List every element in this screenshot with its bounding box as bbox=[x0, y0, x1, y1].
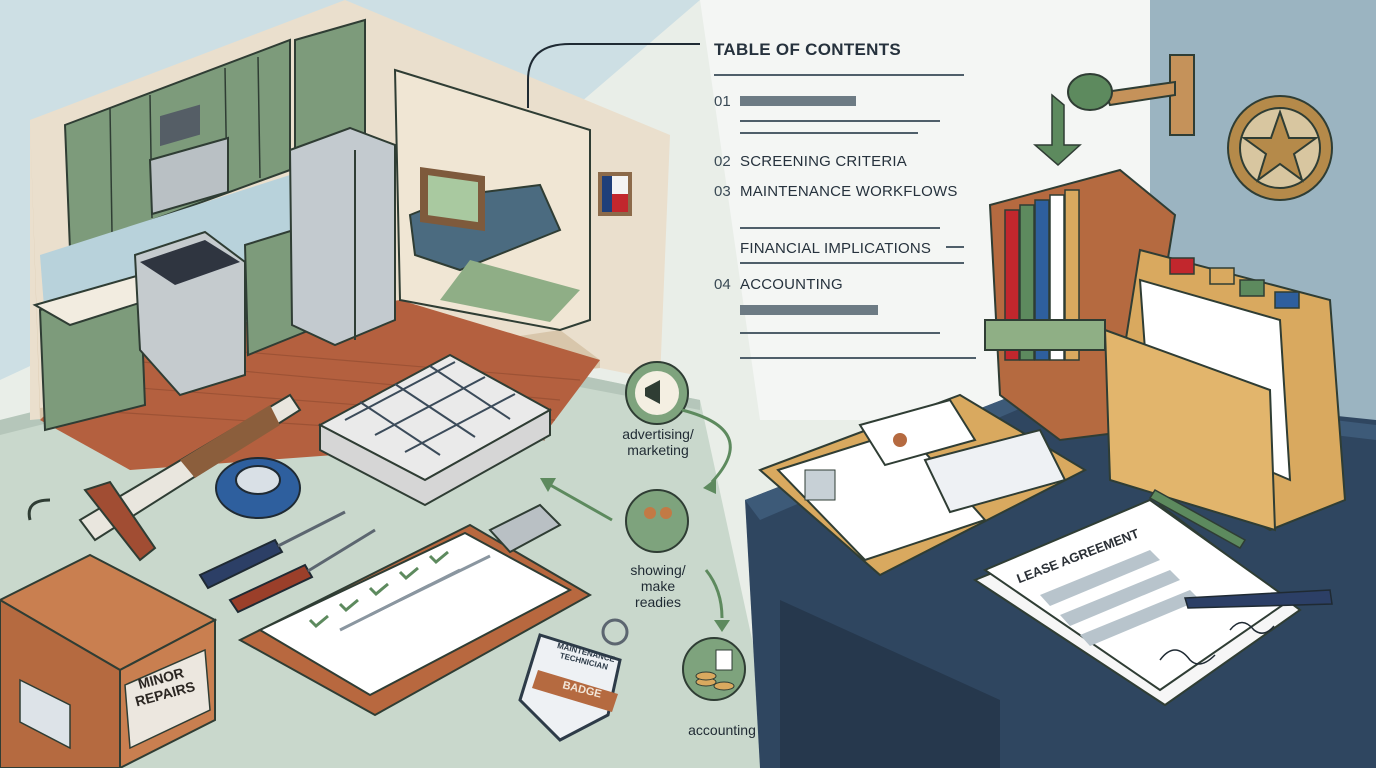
clipboard-checklist-icon bbox=[237, 503, 593, 717]
kitchen-room bbox=[30, 0, 670, 470]
toc-item-4-number: 04 bbox=[714, 276, 731, 293]
toc-item-1-number: 01 bbox=[714, 93, 731, 110]
air-filters-icon bbox=[317, 353, 553, 507]
folders-icon bbox=[1103, 248, 1347, 532]
cardboard-box-icon bbox=[0, 553, 218, 768]
workflow-step-accounting-label: accounting bbox=[688, 722, 756, 738]
pen-icon bbox=[1148, 488, 1247, 550]
caulk-gun-icon bbox=[27, 393, 302, 562]
workflow-step-showing-label: showing/ make readies bbox=[630, 562, 686, 610]
screwdrivers-icon bbox=[198, 510, 376, 614]
texas-star-seal-icon bbox=[1227, 95, 1333, 201]
toc-item-3-label: MAINTENANCE WORKFLOWS bbox=[740, 183, 958, 200]
tenant-profile-folder-icon bbox=[758, 393, 1088, 577]
toc-item-3-number: 03 bbox=[714, 183, 731, 200]
workflow-step-advertising-label: advertising/ marketing bbox=[622, 426, 694, 458]
wall-hook-icon bbox=[1032, 54, 1195, 167]
toc-item-financial-label: FINANCIAL IMPLICATIONS bbox=[740, 240, 932, 257]
toc-decorations bbox=[714, 74, 976, 359]
toc-item-2-label: SCREENING CRITERIA bbox=[740, 153, 907, 170]
tape-icon bbox=[215, 457, 301, 519]
toc-item-4-label: ACCOUNTING bbox=[740, 276, 843, 293]
lease-agreement-icon bbox=[972, 498, 1333, 707]
toc-title: TABLE OF CONTENTS bbox=[714, 40, 902, 59]
technician-badge-icon bbox=[518, 618, 629, 742]
toc-item-2-number: 02 bbox=[714, 153, 731, 170]
